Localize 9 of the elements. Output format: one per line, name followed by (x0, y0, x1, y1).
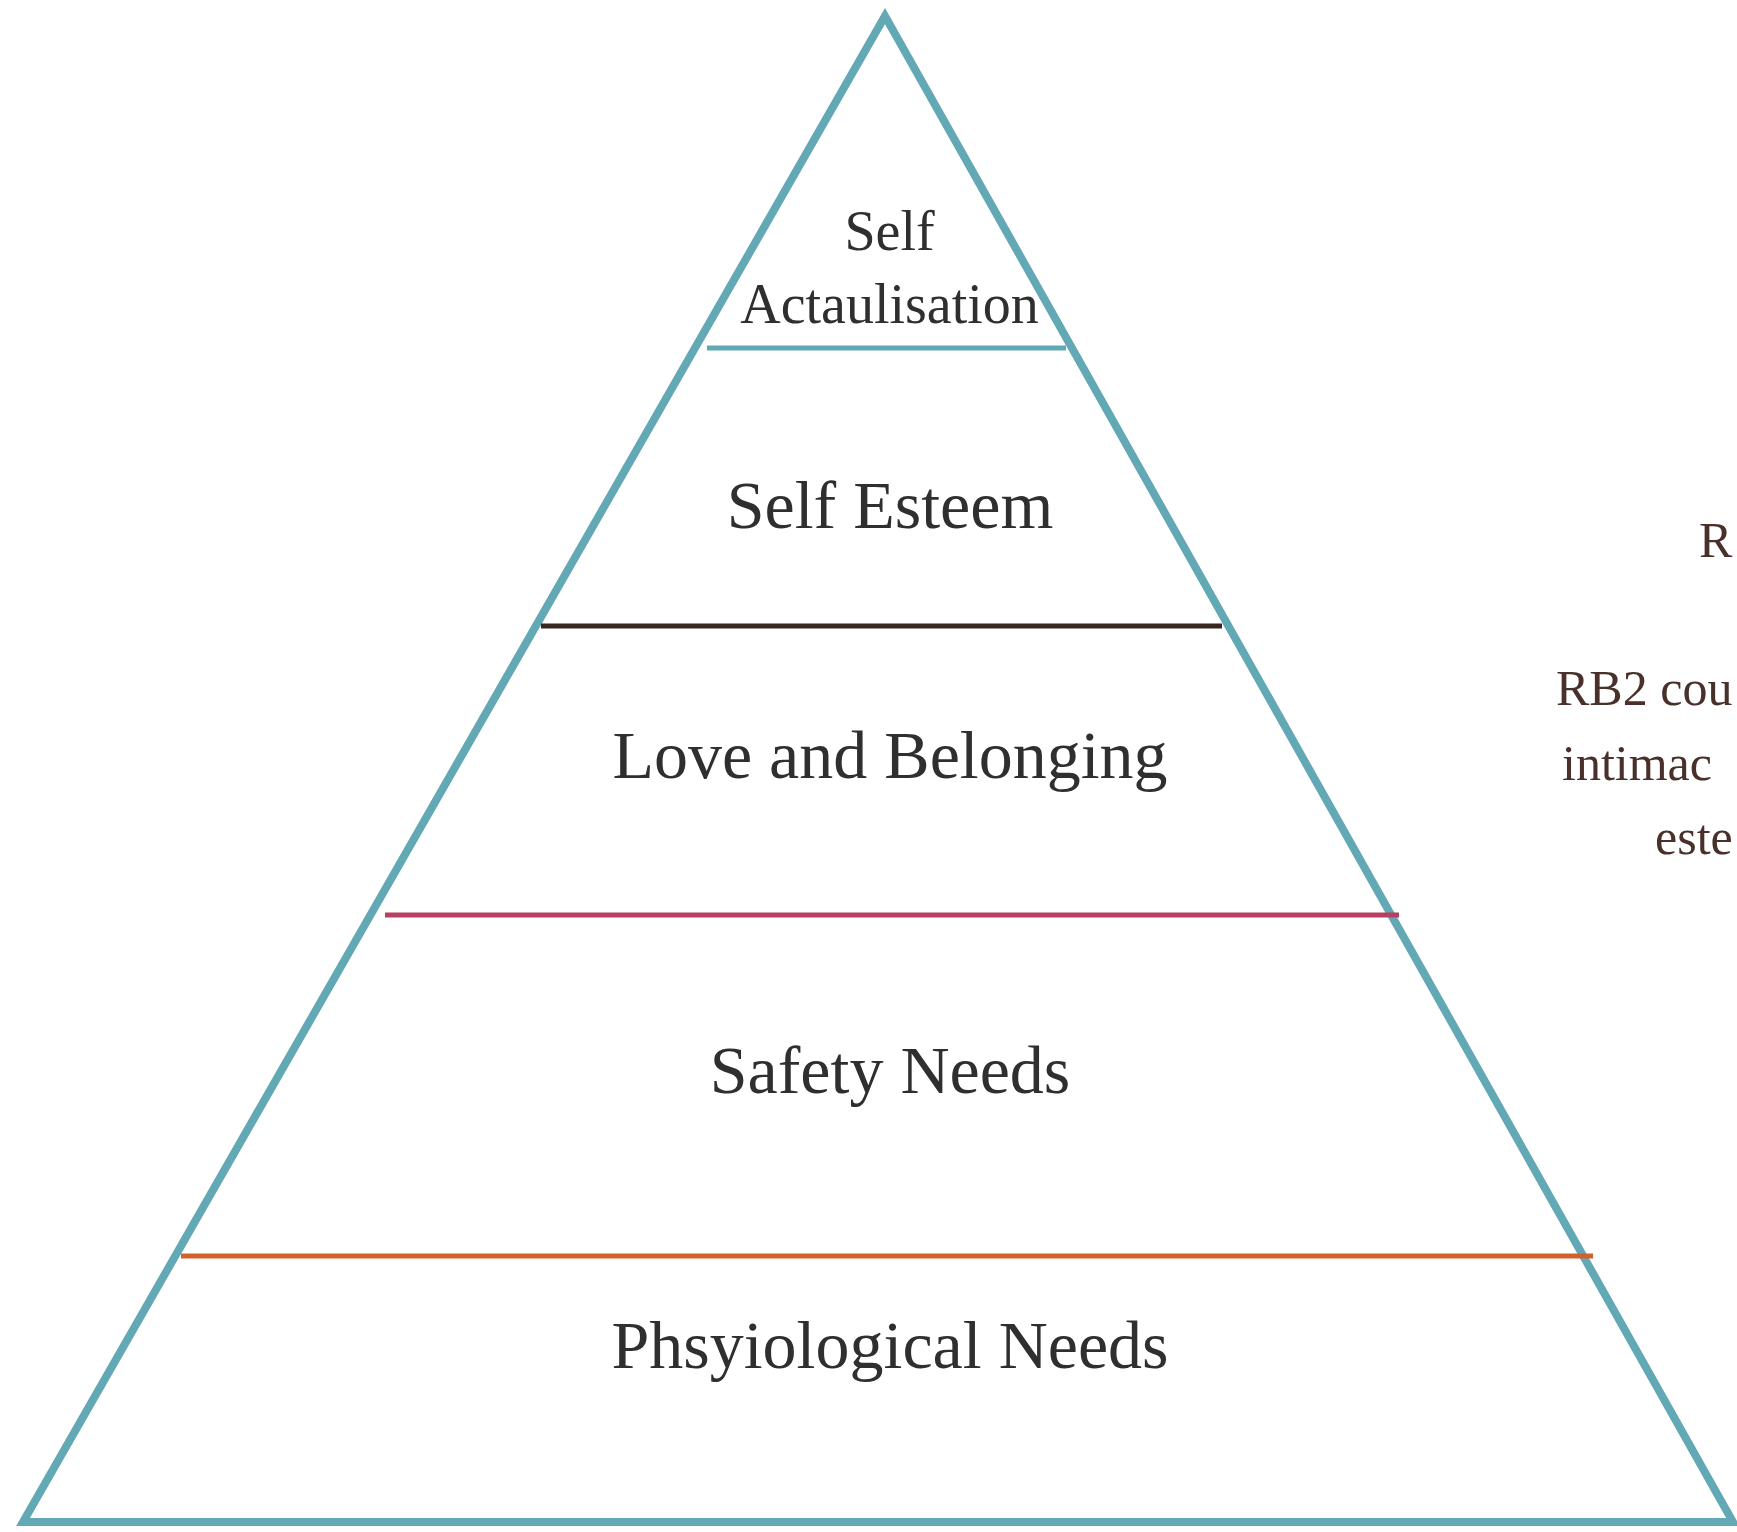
tier-label: Self Esteem (640, 460, 1140, 550)
tier-label: Safety Needs (590, 1025, 1190, 1115)
tier-label: Phsyiological Needs (540, 1300, 1240, 1390)
side-note-text: intimac (1562, 738, 1712, 788)
side-note-text: R (1699, 515, 1733, 565)
tier-label: Love and Belonging (540, 710, 1240, 800)
tier-label: Self Actaulisation (727, 190, 1052, 345)
side-note-text: este (1655, 812, 1733, 862)
side-note-text: RB2 cou (1556, 663, 1733, 713)
